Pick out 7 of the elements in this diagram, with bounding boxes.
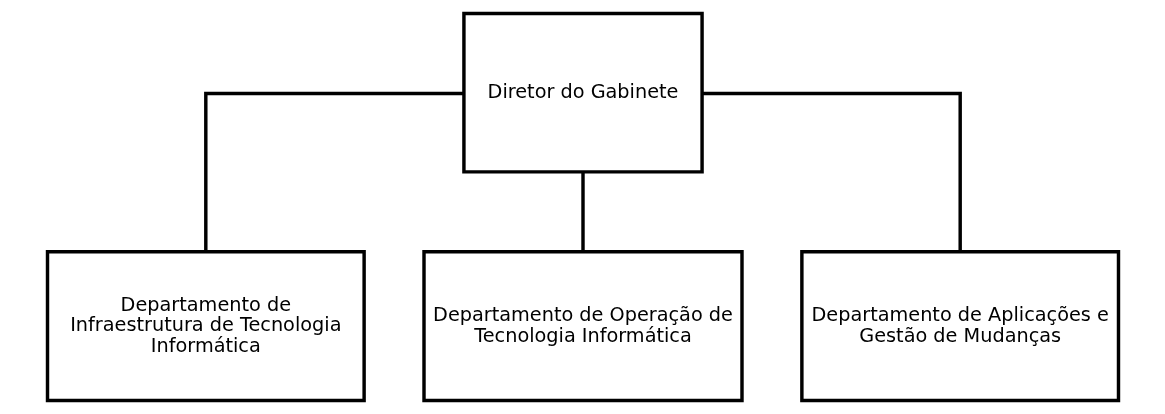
connector [203, 91, 464, 252]
node-box: Departamento de Infraestrutura de Tecnologia Informática [45, 250, 366, 403]
node-box: Departamento de Operação de Tecnologia Informática [421, 250, 744, 403]
node-box: Departamento de Aplicações e Gestão de Mudanças [799, 250, 1120, 403]
connector [580, 172, 585, 252]
connector [701, 91, 962, 252]
node-box: Diretor do Gabinete [461, 11, 704, 174]
